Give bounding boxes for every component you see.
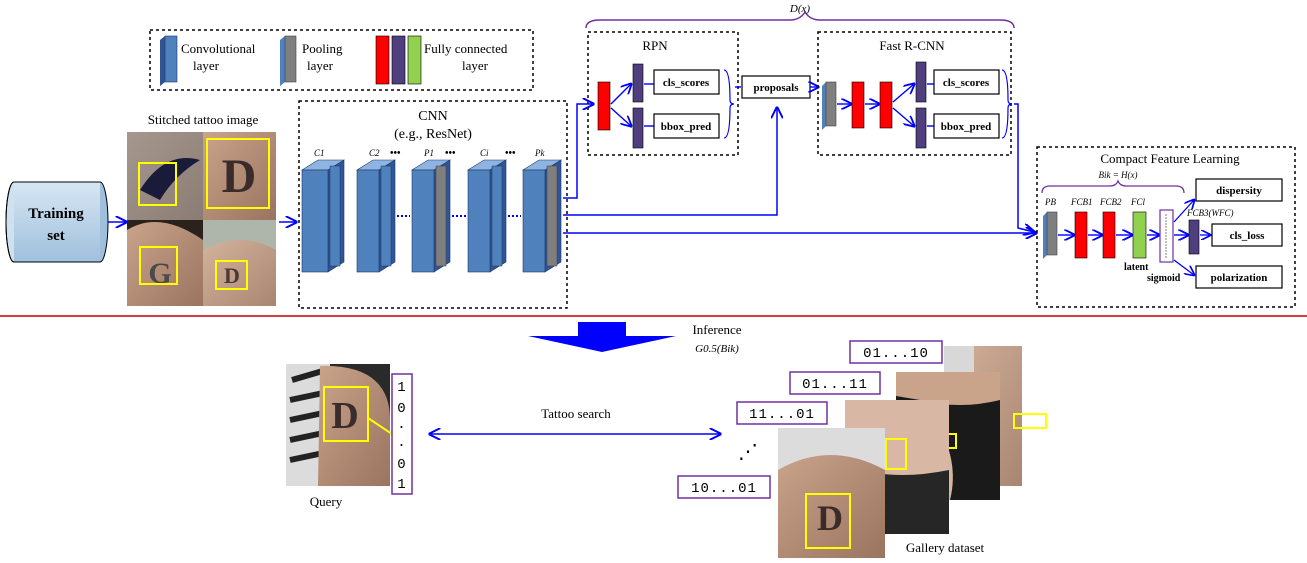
cnn-ellipsis-1: ••• (390, 148, 401, 159)
training-set-label-2: set (47, 228, 65, 244)
svg-text:D: D (331, 395, 358, 437)
compact-sigmoid-label: sigmoid (1147, 273, 1181, 284)
rcnn-cls-scores: cls_scores (943, 77, 990, 89)
stitched-tattoo-image: D G D (127, 132, 276, 306)
cnn-conv-block-2 (355, 159, 397, 273)
compact-label-fcb1: FCB1 (1070, 197, 1093, 207)
gallery-images: D (778, 346, 1047, 558)
arrow-cnn-to-proposals (563, 108, 777, 216)
fast-rcnn-title: Fast R-CNN (879, 38, 945, 53)
svg-text:1: 1 (397, 380, 406, 396)
conv-legend-label-2: layer (193, 58, 220, 73)
rpn-title: RPN (642, 38, 668, 53)
cnn-pool-block-1 (410, 159, 452, 273)
fc-layer-legend-icon (375, 35, 422, 85)
pool-legend-label-2: layer (307, 58, 334, 73)
svg-text:0: 0 (397, 401, 406, 417)
dx-brace (585, 10, 1015, 29)
fc-legend-label-2: layer (462, 58, 489, 73)
cnn-layer-label-pk: Pk (534, 148, 545, 158)
legend-box: Convolutional layer Pooling layer Fully … (149, 29, 534, 91)
compact-label-fcb3: FCB3(WFC) (1186, 208, 1234, 218)
gallery-label: Gallery dataset (906, 540, 985, 555)
inference-label: Inference (692, 322, 741, 337)
arrow-rcnn-to-compact (1014, 103, 1034, 232)
compact-cls-loss: cls_loss (1230, 230, 1266, 242)
rpn-box: RPN cls_scores bbox_pred (587, 31, 739, 156)
query-binary-code: 1 0 . . 0 1 (391, 373, 413, 495)
gallery-code-2: 01...11 (802, 377, 868, 393)
cnn-layer-label-ci: Ci (480, 148, 489, 158)
compact-dispersity: dispersity (1216, 185, 1262, 197)
svg-text:.: . (397, 435, 406, 451)
stitched-image-title: Stitched tattoo image (148, 112, 259, 127)
arrow-cnn-to-rpn (563, 104, 593, 199)
cnn-title: CNN (418, 109, 448, 124)
cnn-subtitle: (e.g., ResNet) (394, 127, 472, 142)
compact-label-fcl: FCl (1130, 197, 1146, 207)
cnn-layer-label-c1: C1 (314, 148, 325, 158)
cnn-layer-label-p1: P1 (423, 148, 434, 158)
tattoo-search-label: Tattoo search (541, 406, 611, 421)
svg-text:.: . (397, 417, 406, 433)
fc-legend-label-1: Fully connected (424, 41, 508, 56)
query-image: D (286, 364, 393, 486)
svg-text:G: G (148, 257, 171, 290)
dx-label: D(x) (789, 3, 810, 15)
inference-arrow (528, 322, 676, 352)
cnn-pool-block-k (521, 159, 563, 273)
cnn-conv-block-1 (300, 159, 346, 273)
svg-text:D: D (817, 498, 843, 538)
gallery-code-4: 10...01 (691, 481, 757, 497)
rcnn-bbox-pred: bbox_pred (941, 121, 992, 133)
rpn-bbox-pred: bbox_pred (661, 121, 712, 133)
proposals-label: proposals (753, 82, 799, 94)
cnn-conv-block-i (466, 159, 508, 273)
compact-latent-label: latent (1124, 262, 1149, 273)
cnn-box: CNN (e.g., ResNet) C1 C2 P1 Ci Pk ••• ••… (298, 100, 568, 309)
gallery-vdots: ⋰ (738, 441, 758, 463)
svg-text:D: D (224, 263, 240, 288)
fast-rcnn-box: Fast R-CNN cls_scores bbox_pred (817, 31, 1013, 156)
inference-formula: G0.5(Bik) (695, 343, 739, 355)
compact-polarization: polarization (1211, 272, 1268, 284)
cnn-ellipsis-2: ••• (445, 148, 456, 159)
pool-legend-label-1: Pooling (302, 41, 343, 56)
gallery-code-3: 11...01 (749, 407, 815, 423)
query-label: Query (310, 494, 343, 509)
gallery-codes: 01...10 01...11 11...01 ⋰ 10...01 (677, 340, 943, 499)
cnn-ellipsis-3: ••• (505, 148, 516, 159)
svg-text:0: 0 (397, 457, 406, 473)
pool-layer-legend-icon (280, 35, 297, 86)
svg-text:D: D (222, 150, 257, 203)
training-set-label-1: Training (28, 206, 84, 222)
conv-layer-legend-icon (160, 35, 178, 86)
compact-label-fcb2: FCB2 (1099, 197, 1122, 207)
cnn-layer-label-c2: C2 (369, 148, 380, 158)
training-set-cylinder: Training set (5, 181, 109, 263)
compact-title: Compact Feature Learning (1100, 151, 1240, 166)
compact-feature-box: Compact Feature Learning Bik = H(x) PB F… (1036, 146, 1296, 308)
compact-b-label: Bik = H(x) (1098, 170, 1137, 180)
svg-text:1: 1 (397, 477, 406, 493)
rpn-cls-scores: cls_scores (663, 77, 710, 89)
conv-legend-label-1: Convolutional (181, 41, 256, 56)
compact-label-pb: PB (1044, 197, 1056, 207)
gallery-code-1: 01...10 (863, 346, 929, 362)
